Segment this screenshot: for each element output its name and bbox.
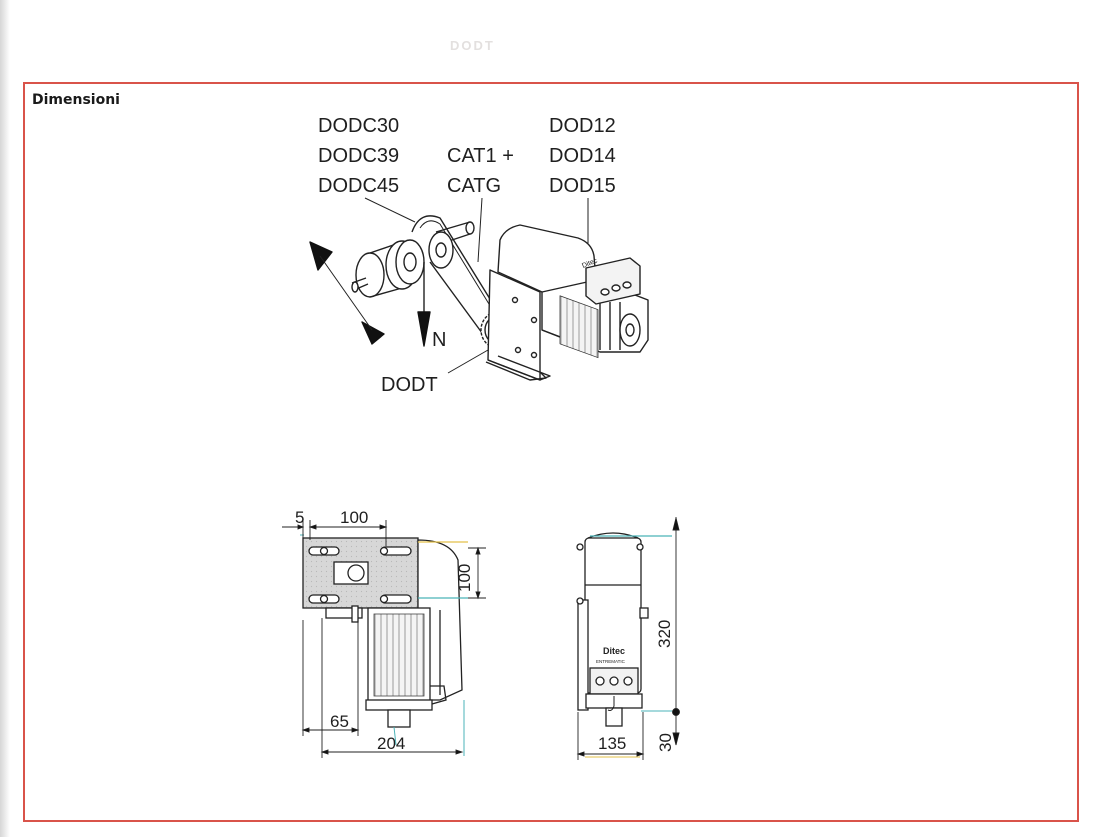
drum-icon [351,239,425,298]
dim-total-width: 204 [377,734,406,753]
arrow-n-icon [417,311,431,347]
brand-logo: Ditec [603,646,625,656]
sub-logo: ENTREMATIC [596,659,626,664]
section-marker-top [309,241,333,271]
motor-shaft [387,709,411,728]
label-dodc45: DODC45 [318,175,400,197]
scan-shadow [0,0,10,837]
dim-side-width: 135 [598,734,627,753]
front-view [282,520,486,758]
label-dodc39: DODC39 [318,145,400,167]
section-marker-bottom [361,321,385,345]
isometric-assembly: Ditec [309,197,649,381]
side-view: Ditec ENTREMATIC [576,517,680,760]
label-dodt: DODT [381,374,438,396]
dim-top-gap: 5 [295,508,305,527]
label-dod15: DOD15 [549,175,616,197]
label-dod14: DOD14 [549,145,616,167]
label-dodc30: DODC30 [318,115,400,137]
dim-top-width: 100 [340,508,369,527]
label-n: N [432,329,447,351]
label-catg: CATG [447,175,502,197]
section-title: Dimensioni [32,92,120,108]
label-dod12: DOD12 [549,115,616,137]
dim-offset: 65 [330,712,349,731]
dimensions-frame [23,82,1079,822]
bleed-through-text: DODT [450,38,495,53]
label-cat1: CAT1 + [447,145,514,167]
